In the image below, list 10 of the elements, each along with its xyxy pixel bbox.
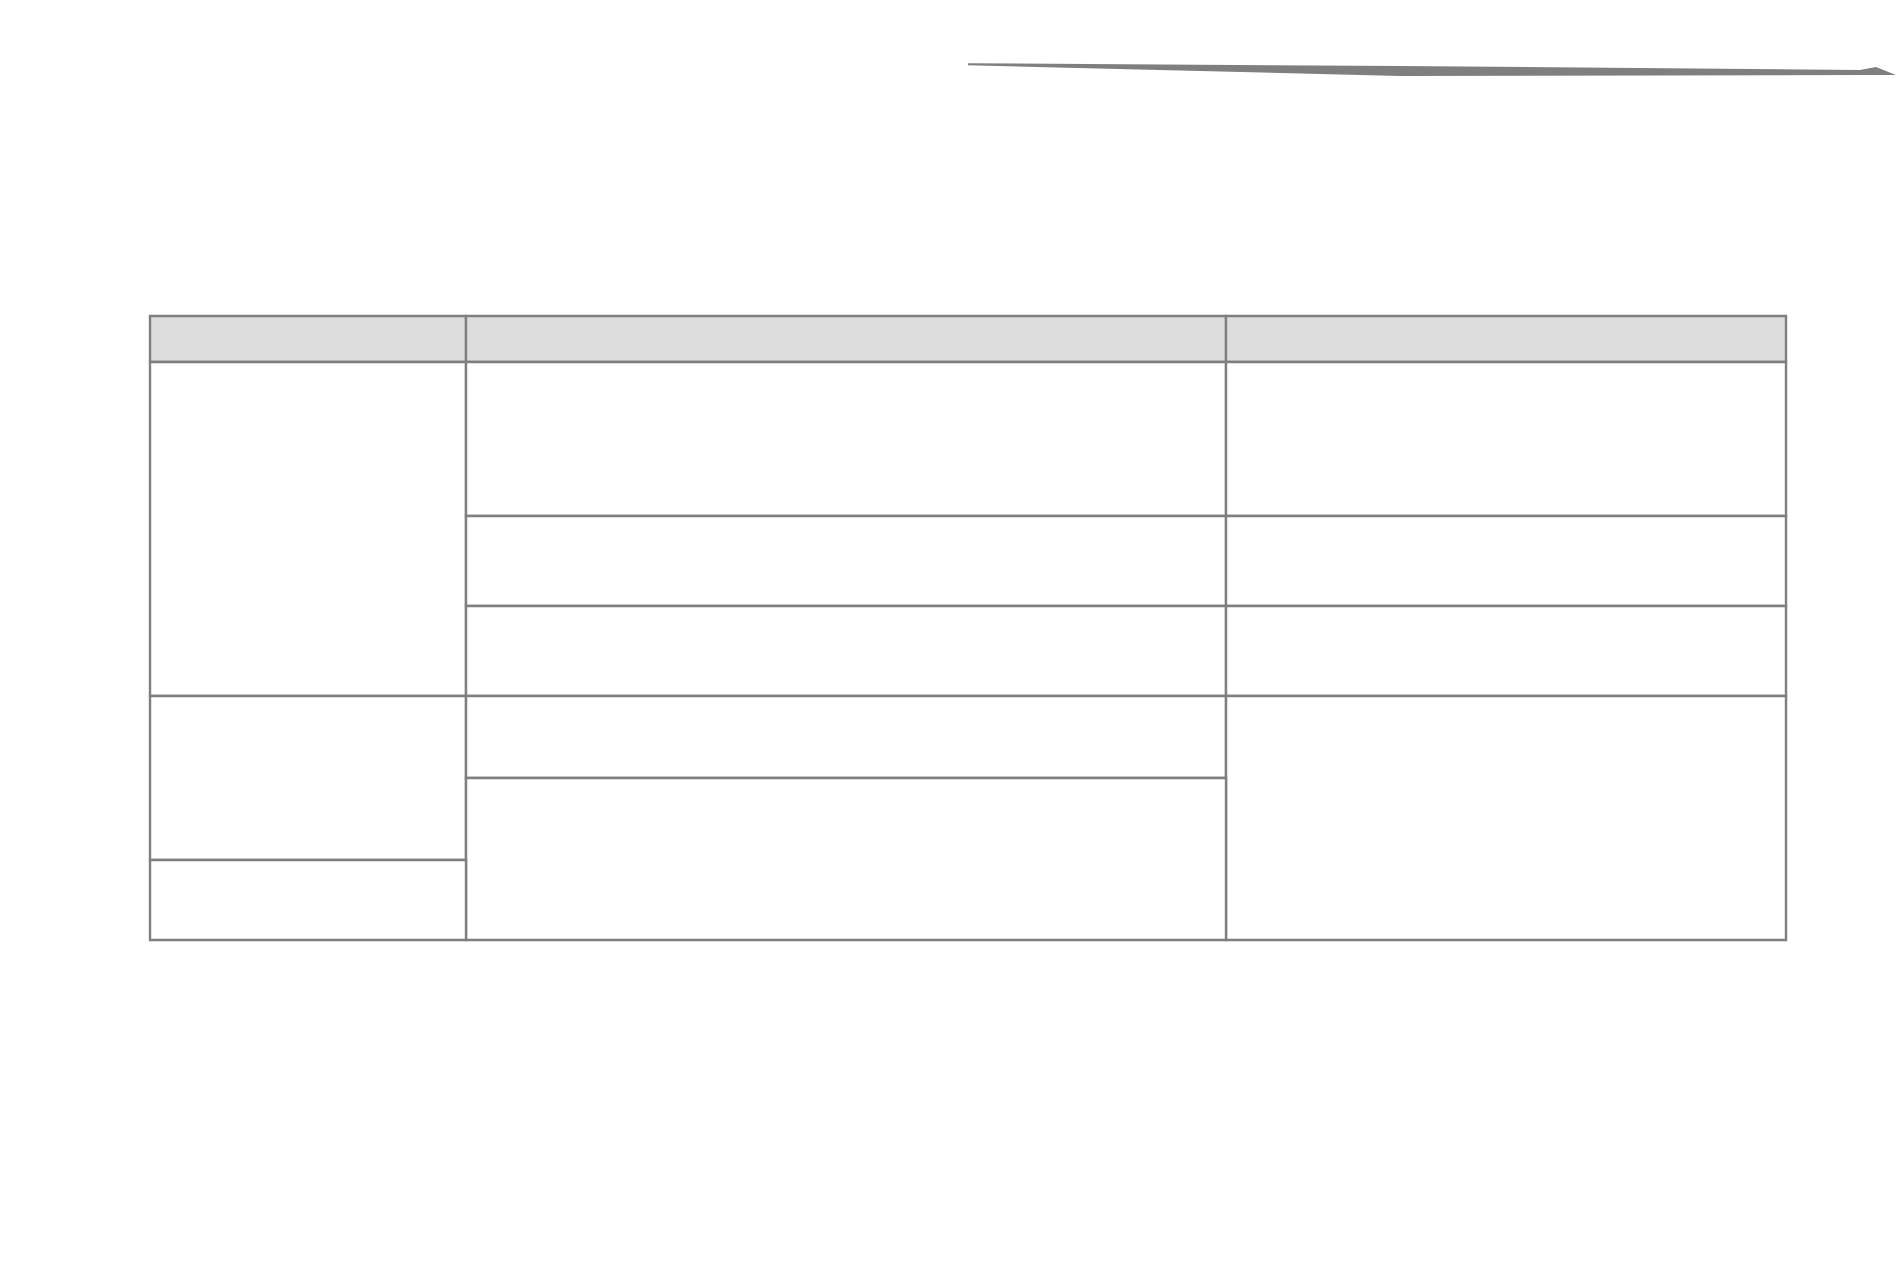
table-header-cell — [1224, 314, 1788, 364]
table-cell — [464, 514, 1228, 608]
table-cell — [464, 360, 1228, 518]
table-cell — [148, 858, 468, 942]
table-header-cell — [148, 314, 468, 364]
table-cell — [1224, 360, 1788, 518]
table-cell — [1224, 604, 1788, 698]
table-cell — [1224, 514, 1788, 608]
table-cell — [464, 604, 1228, 698]
table-cell — [464, 694, 1228, 780]
